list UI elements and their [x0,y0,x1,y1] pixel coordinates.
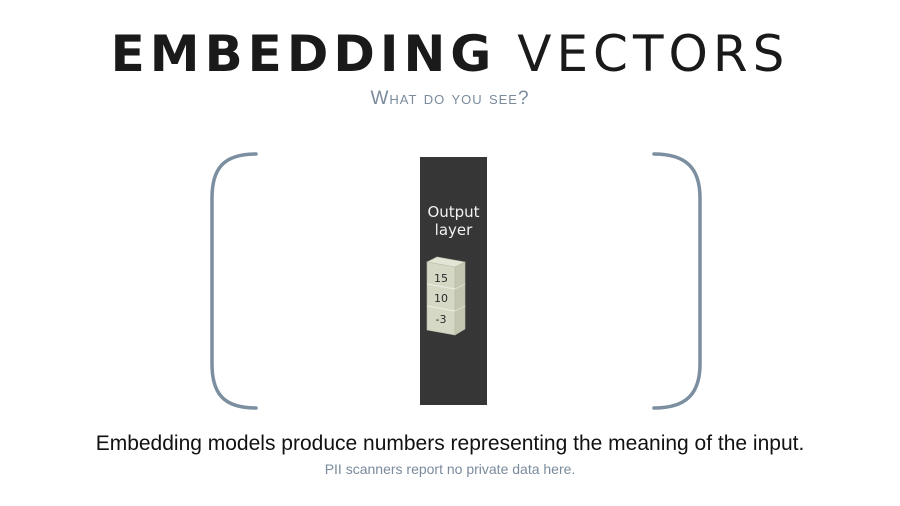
right-bracket-icon [652,152,702,410]
title-bold: EMBEDDING [110,25,497,83]
cube-stack-icon [426,256,466,336]
note: PII scanners report no private data here… [324,461,576,477]
subtitle: What do you see? [370,88,530,109]
page-title: EMBEDDING VECTORS [0,26,900,82]
vector-cube-stack: 15 10 -3 [425,256,469,341]
vector-value-1: 15 [434,272,448,285]
output-layer-label: Output layer [427,203,480,239]
left-bracket-icon [210,152,258,410]
caption: Embedding models produce numbers represe… [95,432,805,455]
vector-value-2: 10 [434,292,448,305]
output-layer-panel: Output layer 15 10 -3 [420,157,487,405]
vector-value-3: -3 [435,313,447,326]
title-light: VECTORS [517,25,790,83]
